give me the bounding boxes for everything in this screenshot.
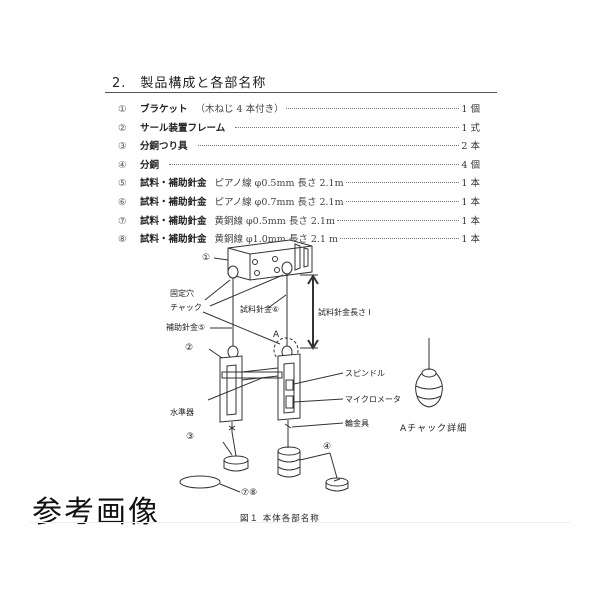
item-spec: （木ねじ 4 本付き） [195,104,284,115]
leader-dots [285,108,460,109]
item-name: 試料・補助針金 [140,178,207,190]
section-number: 2. [112,76,127,91]
parts-list-item: ② サール装置フレーム 1 式 [118,120,480,139]
item-spec: 黄銅線 φ0.5mm 長さ 2.1m [214,215,335,227]
item-index: ④ [118,159,127,171]
label-chuck: チャック [170,303,202,312]
leader-dots [345,200,460,202]
label-point-a: A [273,330,280,340]
item-name: 試料・補助針金 [140,234,207,246]
item-index: ⑦ [118,215,127,227]
chuck-detail-drawing [415,338,443,408]
item-name: サール装置フレーム [140,122,226,134]
item-qty: 2 本 [461,141,480,153]
leader-dots [235,126,460,128]
label-spindle: スピンドル [345,369,385,378]
label-micrometer: マイクロメータ [345,395,401,404]
figure-caption: 図１ 本体各部名称 [240,514,320,524]
label-weight: ④ [323,442,332,452]
bracket-drawing [227,239,313,281]
stacked-weights-drawing [277,446,301,478]
leader-dots [336,219,460,221]
parts-list-item: ④ 分銅 4 個 [118,157,480,176]
item-name: 試料・補助針金 [140,196,207,208]
parts-list-item: ⑧ 試料・補助針金黄銅線 φ1.0mm 長さ 2.1 m 1 本 [118,231,480,250]
reference-image-watermark: 参考画像 [32,495,160,530]
item-name: 分銅 [140,159,160,171]
item-qty: 1 式 [461,122,480,134]
item-spec: ピアノ線 φ0.7mm 長さ 2.1m [214,196,344,208]
item-index: ③ [118,141,127,153]
parts-list-item: ⑥ 試料・補助針金ピアノ線 φ0.7mm 長さ 2.1m 1 本 [118,194,480,213]
label-sample-wire: 試料針金⑥ [240,305,280,314]
item-qty: 4 個 [461,159,480,171]
section-title: 製品構成と各部名称 [140,76,267,91]
label-ring-fitting: 輪金具 [345,419,369,428]
label-aux-wire: 補助針金⑤ [166,323,206,332]
leader-dots [197,145,460,147]
label-fixing-hole: 固定穴 [170,289,194,298]
item-qty: 1 本 [461,215,480,227]
divider [30,522,570,523]
parts-list-item: ③ 分銅つり具 2 本 [118,138,480,157]
item-index: ① [118,104,127,115]
item-qty: 1 本 [461,178,480,190]
label-frame: ② [185,343,194,353]
item-qty: 1 本 [461,196,480,208]
label-bracket: ① [202,253,211,263]
item-name: 試料・補助針金 [140,215,207,227]
label-wire-length: 試料針金長さ l [318,308,371,317]
item-name: ブラケット [140,104,188,115]
parts-list: ① ブラケット （木ねじ 4 本付き） 1 個 ② サール装置フレーム 1 式 ③ 分銅つり… [118,101,480,250]
item-qty: 1 本 [461,234,480,246]
item-index: ⑧ [118,234,127,246]
frame-drawing [219,345,301,423]
parts-list-item: ① ブラケット （木ねじ 4 本付き） 1 個 [118,101,480,120]
label-level: 水準器 [170,408,194,417]
item-spec: 黄銅線 φ1.0mm 長さ 2.1 m [214,234,338,246]
leader-dots [169,163,460,165]
parts-list-item: ⑦ 試料・補助針金黄銅線 φ0.5mm 長さ 2.1m 1 本 [118,213,480,232]
item-index: ⑥ [118,196,127,208]
label-chuck-detail: Aチャック詳細 [400,424,468,434]
leader-dots [345,182,460,184]
item-index: ⑤ [118,178,127,190]
item-index: ② [118,122,127,134]
item-name: 分銅つり具 [140,141,188,153]
label-wires: ⑦⑧ [241,488,258,498]
heading-rule [105,92,497,93]
parts-list-item: ⑤ 試料・補助針金ピアノ線 φ0.5mm 長さ 2.1m 1 本 [118,175,480,194]
item-spec: ピアノ線 φ0.5mm 長さ 2.1m [214,178,344,190]
section-heading: 2. 製品構成と各部名称 [112,72,266,91]
leader-dots [340,238,460,240]
label-hanger: ③ [186,432,195,442]
item-qty: 1 個 [461,104,480,115]
